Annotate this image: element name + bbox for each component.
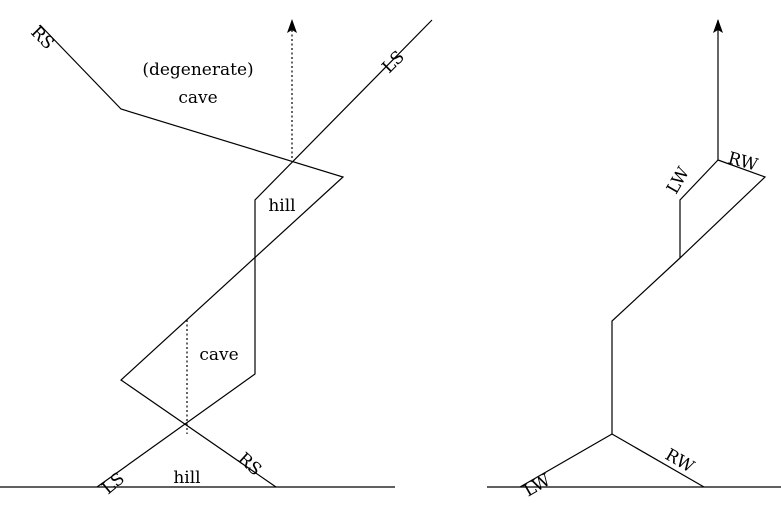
- label-hill-bottom: hill: [173, 468, 200, 488]
- right-labels: LW RW LW RW: [521, 149, 761, 502]
- ls-path: [96, 19, 433, 488]
- left-labels: RS LS (degenerate) cave hill cave hill L…: [26, 22, 408, 498]
- lw-bottom-branch: [519, 433, 613, 488]
- label-degenerate: (degenerate): [142, 60, 253, 80]
- left-figure: [0, 19, 433, 488]
- label-rw-top: RW: [726, 149, 761, 176]
- rw-bottom-branch: [611, 433, 705, 488]
- label-rs-bottom: RS: [234, 449, 266, 480]
- label-ls-top: LS: [378, 47, 408, 77]
- rs-path: [39, 24, 345, 488]
- label-rs-top: RS: [26, 22, 57, 53]
- lw-inner-branch: [679, 159, 719, 258]
- label-lw-top: LW: [663, 163, 694, 197]
- label-rw-bottom: RW: [662, 445, 698, 478]
- label-lw-bottom: LW: [521, 470, 555, 501]
- trunk-path: [611, 159, 767, 434]
- label-degenerate-cave: cave: [178, 88, 217, 108]
- label-cave-lower: cave: [199, 345, 238, 365]
- label-ls-bottom: LS: [98, 469, 128, 499]
- label-hill-upper: hill: [268, 196, 295, 216]
- right-figure: [487, 19, 781, 488]
